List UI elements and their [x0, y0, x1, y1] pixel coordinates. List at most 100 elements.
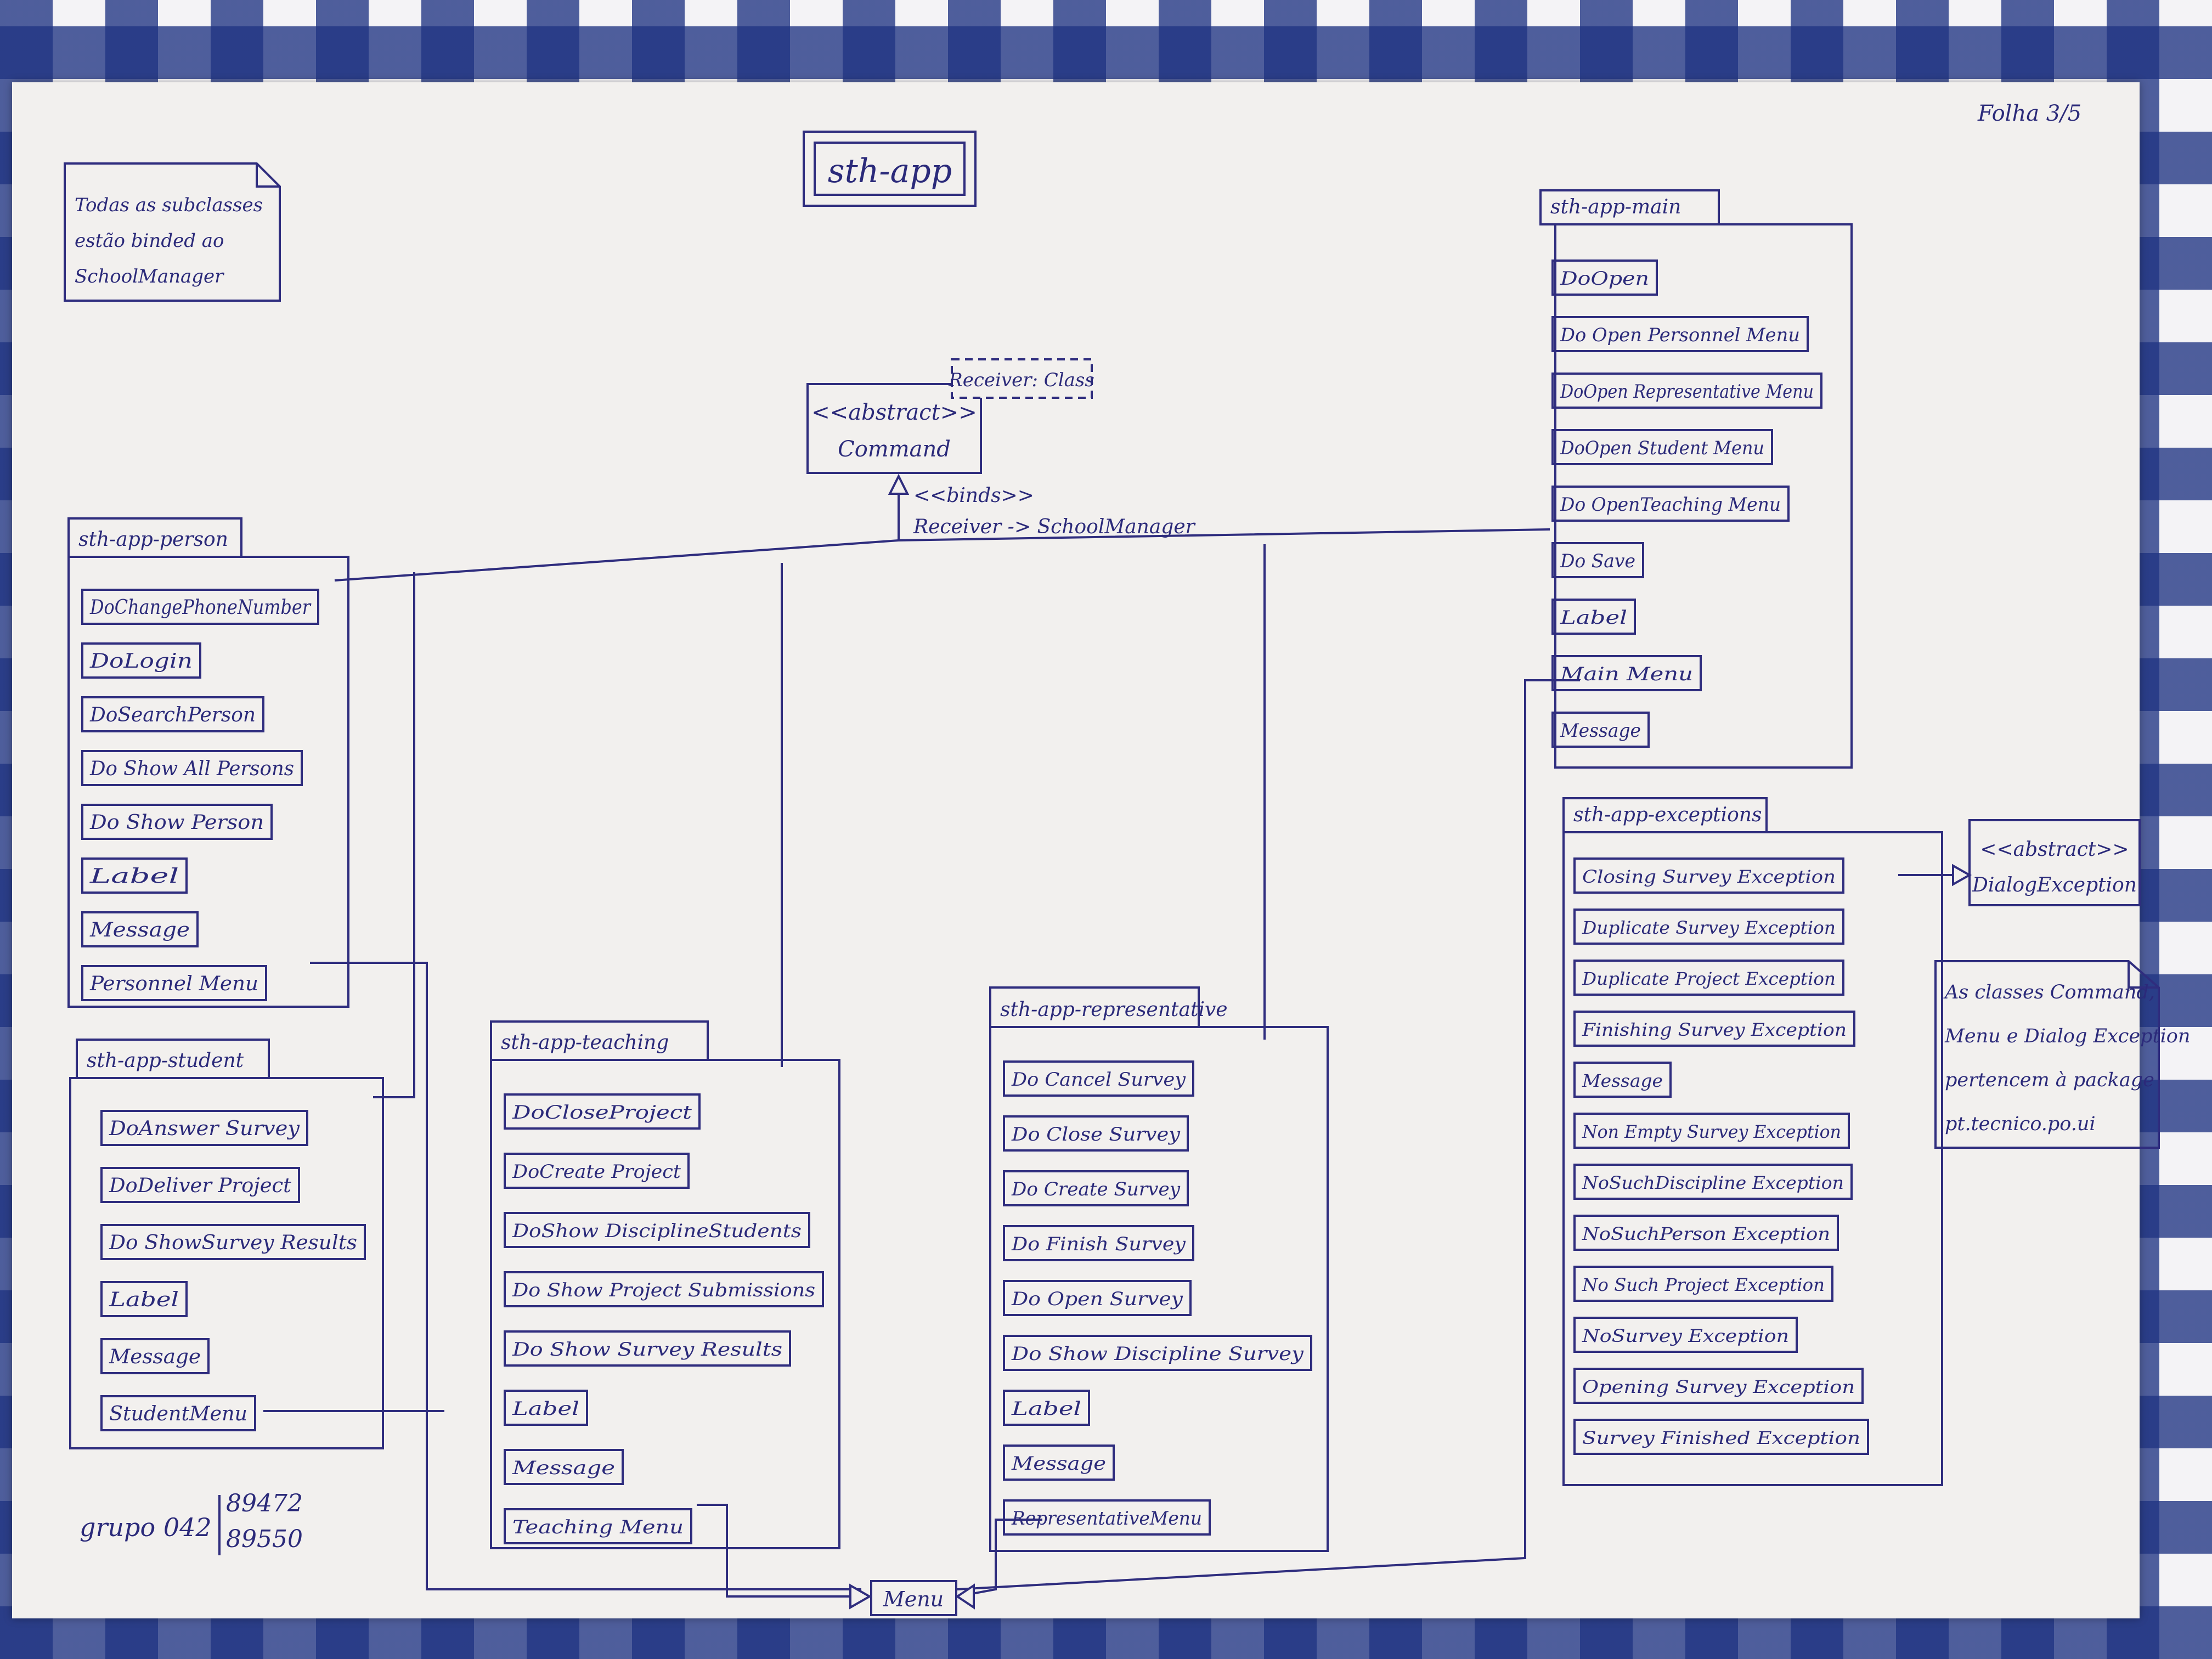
class-name: NoSuchDiscipline Exception: [1582, 1172, 1844, 1193]
class-name: DoCreate Project: [512, 1161, 681, 1183]
note-right-line-4: pt.tecnico.po.ui: [1945, 1113, 2096, 1135]
class-item: Message: [100, 1338, 210, 1374]
class-box: [100, 1395, 256, 1431]
dialog-exception-stereotype: <<abstract>>: [1980, 838, 2129, 861]
student-number-2: 89550: [226, 1525, 303, 1553]
class-box: [1551, 373, 1822, 409]
class-item: DoCreate Project: [504, 1153, 690, 1189]
group-label: grupo 042: [80, 1513, 212, 1542]
class-box: [504, 1271, 824, 1307]
class-box: [1551, 712, 1650, 748]
class-item: Label: [504, 1390, 588, 1426]
class-box: [1573, 1215, 1839, 1251]
class-item: Do Close Survey: [1003, 1115, 1189, 1152]
class-name: Label: [1560, 607, 1627, 629]
package-title: sth-app-teaching: [501, 1031, 669, 1054]
class-name: DoDeliver Project: [109, 1175, 292, 1197]
class-name: Label: [1011, 1398, 1081, 1420]
group-signature: grupo 042 89472 89550: [80, 1489, 303, 1555]
class-box: [1573, 1164, 1853, 1200]
class-item: DoLogin: [81, 642, 201, 679]
class-box: [1573, 1368, 1864, 1404]
class-item: Do Show Survey Results: [504, 1330, 791, 1367]
class-item: Non Empty Survey Exception: [1573, 1113, 1850, 1149]
class-box: [1573, 857, 1844, 894]
class-name: Do Show Discipline Survey: [1011, 1343, 1304, 1365]
class-box: [81, 911, 199, 947]
class-box: [1573, 1317, 1798, 1353]
template-parameter: Receiver: Class: [948, 369, 1094, 391]
class-name: Opening Survey Exception: [1582, 1376, 1855, 1397]
inheritance-connectors: [334, 528, 1550, 1067]
class-name: Do Finish Survey: [1011, 1233, 1186, 1255]
note-right: As classes Command, Menu e Dialog Except…: [1934, 960, 2190, 1149]
class-box: [1551, 429, 1773, 465]
note-line-1: Todas as subclasses: [75, 194, 263, 216]
class-item: Do Open Personnel Menu: [1551, 316, 1809, 352]
class-name: Do Show Project Submissions: [512, 1279, 815, 1301]
class-box: [1551, 259, 1658, 296]
class-name: Non Empty Survey Exception: [1582, 1121, 1841, 1142]
class-name: RepresentativeMenu: [1011, 1508, 1202, 1530]
note-line-2: estão binded ao: [75, 230, 224, 252]
dialog-exception-arrowhead: [1952, 864, 1972, 887]
class-box: [1573, 960, 1844, 996]
class-box: [504, 1212, 810, 1248]
dialog-exception-name: DialogException: [1972, 874, 2137, 896]
class-item: Personnel Menu: [81, 965, 267, 1001]
class-name: DoShow DisciplineStudents: [512, 1220, 802, 1242]
class-name: DoSearchPerson: [89, 704, 256, 726]
class-item: Finishing Survey Exception: [1573, 1011, 1855, 1047]
class-box: [1573, 1011, 1855, 1047]
menu-arrowhead-right: [955, 1583, 975, 1610]
class-name: Message: [1582, 1070, 1663, 1091]
class-box: [100, 1338, 210, 1374]
class-box: [504, 1093, 701, 1130]
class-name: StudentMenu: [109, 1403, 247, 1425]
class-box: [81, 696, 264, 732]
class-box: [1003, 1115, 1189, 1152]
class-item: Message: [1003, 1444, 1115, 1481]
class-item: DoShow DisciplineStudents: [504, 1212, 810, 1248]
class-box: [1003, 1499, 1211, 1536]
class-box: [1003, 1060, 1194, 1097]
menu-class: Menu: [849, 1580, 975, 1616]
class-item: Do Show Project Submissions: [504, 1271, 824, 1307]
class-box: [81, 642, 201, 679]
class-item: Do Create Survey: [1003, 1170, 1189, 1206]
class-box: [81, 804, 273, 840]
menu-label: Menu: [883, 1587, 944, 1611]
note-right-line-1: As classes Command,: [1943, 981, 2155, 1003]
class-box: [100, 1167, 300, 1203]
class-name: Do ShowSurvey Results: [109, 1232, 357, 1254]
paper-sheet: [12, 82, 2140, 1618]
class-name: Label: [109, 1289, 179, 1311]
class-box: [1003, 1335, 1312, 1371]
class-item: DoCloseProject: [504, 1093, 701, 1130]
class-box: [1573, 1419, 1869, 1455]
class-box: [504, 1153, 690, 1189]
title-text: sth-app: [828, 152, 952, 190]
class-item: Do Open Survey: [1003, 1280, 1192, 1316]
class-item: Opening Survey Exception: [1573, 1368, 1864, 1404]
class-name: Message: [1560, 720, 1641, 742]
class-item: Survey Finished Exception: [1573, 1419, 1869, 1455]
note-right-line-2: Menu e Dialog Exception: [1944, 1025, 2190, 1047]
class-name: Do OpenTeaching Menu: [1560, 494, 1781, 516]
class-box: [1551, 655, 1702, 691]
class-item: Do ShowSurvey Results: [100, 1224, 366, 1260]
package-title: sth-app-exceptions: [1573, 804, 1762, 826]
package-title: sth-app-main: [1550, 196, 1681, 218]
class-item: Label: [81, 857, 188, 894]
class-name: Do Close Survey: [1011, 1124, 1181, 1146]
class-item: Message: [1551, 712, 1650, 748]
class-name: Duplicate Project Exception: [1582, 968, 1836, 989]
class-name: Label: [89, 865, 179, 888]
note-right-line-3: pertencem à package: [1945, 1069, 2154, 1091]
class-name: NoSuchPerson Exception: [1582, 1223, 1830, 1244]
